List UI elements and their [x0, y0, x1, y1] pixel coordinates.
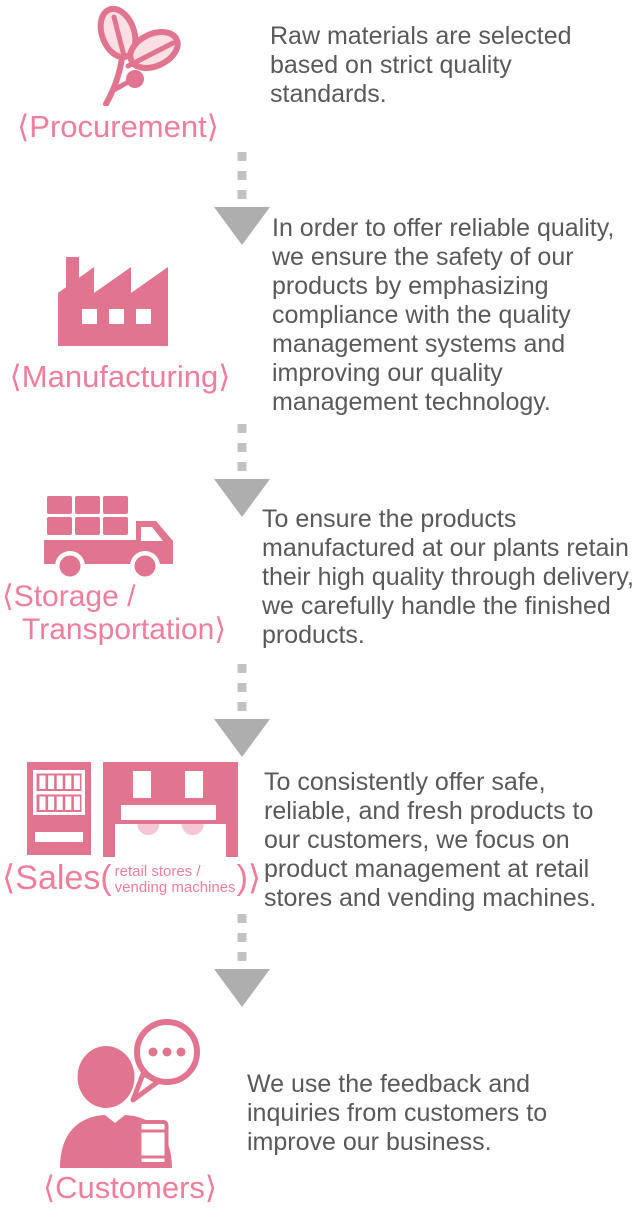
- customers-label: ⟨Customers⟩: [42, 1170, 218, 1205]
- vending-machine-icon: [27, 762, 91, 855]
- manufacturing-label: ⟨Manufacturing⟩: [9, 359, 231, 394]
- sales-label: ⟨Sales( retail stores / vending machines…: [2, 859, 262, 897]
- flow-arrow-down-icon: [214, 914, 270, 1007]
- truck-icon: [44, 496, 173, 581]
- customer-icon: [60, 1019, 200, 1168]
- flow-arrow-down-icon: [214, 424, 270, 517]
- store-icon: [103, 762, 238, 857]
- procurement-label: ⟨Procurement⟩: [17, 109, 219, 144]
- customers-description: We use the feedback and inquiries from c…: [247, 1070, 548, 1156]
- flow-arrow-down-icon: [214, 664, 270, 757]
- manufacturing-description: In order to offer reliable quality, we e…: [272, 214, 615, 416]
- storage-transportation-label: ⟨Storage / Transportation⟩: [2, 580, 227, 646]
- leaf-branch-icon: [97, 6, 181, 106]
- storage-transportation-description: To ensure the products manufactured at o…: [262, 505, 634, 649]
- flow-arrow-down-icon: [214, 152, 270, 245]
- procurement-description: Raw materials are selected based on stri…: [270, 22, 572, 108]
- sales-label-sub: retail stores / vending machines: [114, 863, 236, 896]
- factory-icon: [58, 257, 168, 346]
- sales-description: To consistently offer safe, reliable, an…: [264, 768, 597, 912]
